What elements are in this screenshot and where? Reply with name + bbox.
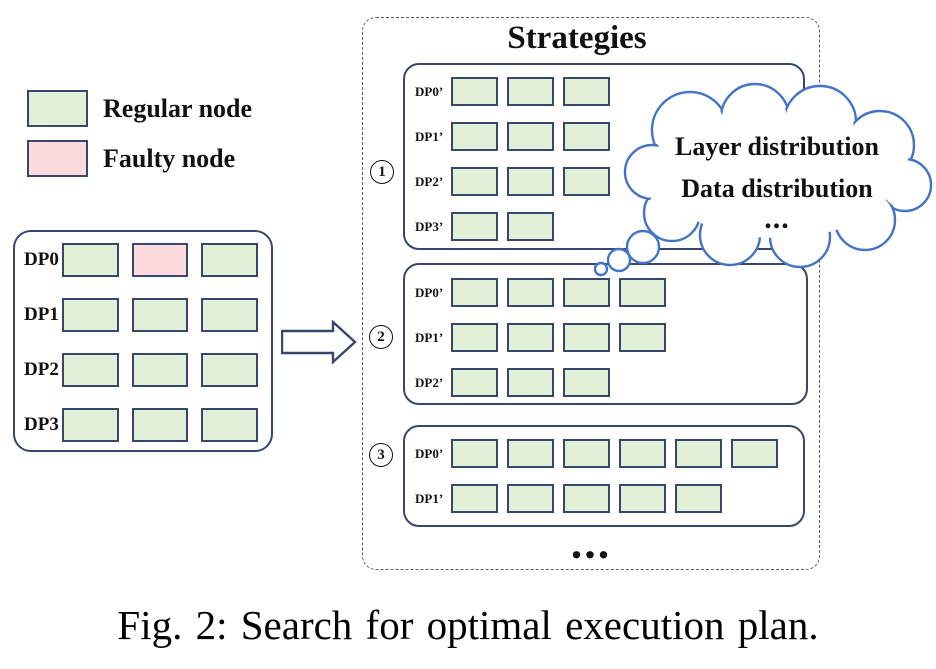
strategy-row: DP3’ [415, 212, 803, 241]
cloud-line-data-distribution: Data distribution [681, 174, 873, 203]
figure-caption: Fig. 2: Search for optimal execution pla… [117, 602, 819, 648]
strategies-panel [362, 17, 820, 570]
strategy-row: DP0’ [415, 77, 803, 106]
thought-cloud-icon [593, 82, 933, 277]
strategy-number-1: 1 [370, 160, 394, 184]
regular-node [563, 122, 610, 151]
dp-row-label: DP2’ [415, 173, 444, 189]
strategy-row: DP1’ [415, 484, 803, 513]
regular-node [201, 298, 259, 332]
strategy-row: DP0’ [415, 278, 806, 307]
regular-node [62, 243, 119, 277]
cluster-row: DP0 [24, 243, 271, 277]
dp-row-label: DP0 [24, 249, 59, 270]
dp-row-label: DP3 [24, 414, 59, 435]
regular-node [507, 323, 554, 352]
regular-node [675, 484, 722, 513]
regular-node [62, 408, 119, 442]
regular-node [131, 353, 189, 387]
strategy-number-2: 2 [369, 325, 393, 349]
regular-node [563, 278, 610, 307]
strategies-title: Strategies [507, 20, 647, 56]
regular-node [451, 439, 498, 468]
regular-node [507, 439, 554, 468]
legend-label: Regular node [103, 93, 253, 123]
strategy-row: DP2’ [415, 368, 806, 397]
regular-node-swatch [27, 90, 88, 127]
faulty-node [131, 243, 189, 277]
dp-row-label: DP2’ [415, 374, 444, 390]
regular-node [507, 278, 554, 307]
regular-node [563, 484, 610, 513]
legend-item-faulty: Faulty node [27, 140, 252, 177]
regular-node [62, 353, 119, 387]
thought-cloud-text: Layer distribution Data distribution ... [632, 126, 922, 234]
regular-node [451, 484, 498, 513]
strategy-row: DP0’ [415, 439, 803, 468]
regular-node [563, 368, 610, 397]
regular-node [507, 122, 554, 151]
dp-row-label: DP2 [24, 359, 59, 380]
dp-row-label: DP1’ [415, 128, 444, 144]
strategy-card-3: DP0’ DP1’ [403, 425, 805, 527]
regular-node [563, 323, 610, 352]
more-strategies-ellipsis: ... [570, 517, 612, 568]
dp-row-label: DP3’ [415, 218, 444, 234]
faulty-node-swatch [27, 140, 88, 177]
legend: Regular node Faulty node [27, 90, 252, 190]
regular-node [619, 439, 666, 468]
regular-node [451, 212, 498, 241]
regular-node [451, 323, 498, 352]
dp-row-label: DP1’ [415, 329, 444, 345]
regular-node [563, 439, 610, 468]
regular-node [451, 167, 498, 196]
regular-node [619, 278, 666, 307]
strategy-card-2: DP0’ DP1’ DP2’ [403, 263, 808, 405]
cluster-row: DP3 [24, 408, 271, 442]
regular-node [451, 368, 498, 397]
strategy-row: DP1’ [415, 122, 803, 151]
dp-row-label: DP1 [24, 304, 59, 325]
strategy-row: DP2’ [415, 167, 803, 196]
regular-node [507, 212, 554, 241]
cloud-ellipsis: ... [764, 202, 790, 235]
dp-row-label: DP0’ [415, 445, 444, 461]
regular-node [201, 243, 259, 277]
dp-row-label: DP1’ [415, 490, 444, 506]
regular-node [201, 408, 259, 442]
regular-node [507, 368, 554, 397]
dp-row-label: DP0’ [415, 284, 444, 300]
regular-node [507, 77, 554, 106]
regular-node [619, 323, 666, 352]
regular-node [563, 167, 610, 196]
regular-node [563, 77, 610, 106]
cloud-line-layer-distribution: Layer distribution [675, 132, 879, 161]
legend-label: Faulty node [103, 143, 236, 173]
regular-node [131, 298, 189, 332]
cluster-row: DP1 [24, 298, 271, 332]
regular-node [675, 439, 722, 468]
dp-row-label: DP0’ [415, 83, 444, 99]
regular-node [619, 484, 666, 513]
strategy-number-3: 3 [369, 443, 393, 467]
regular-node [451, 278, 498, 307]
regular-node [62, 298, 119, 332]
regular-node [451, 77, 498, 106]
legend-item-regular: Regular node [27, 90, 252, 127]
regular-node [131, 408, 189, 442]
regular-node [507, 484, 554, 513]
strategy-row: DP1’ [415, 323, 806, 352]
regular-node [451, 122, 498, 151]
regular-node [731, 439, 778, 468]
arrow-right-icon [281, 320, 357, 364]
regular-node [201, 353, 259, 387]
cluster-row: DP2 [24, 353, 271, 387]
regular-node [507, 167, 554, 196]
